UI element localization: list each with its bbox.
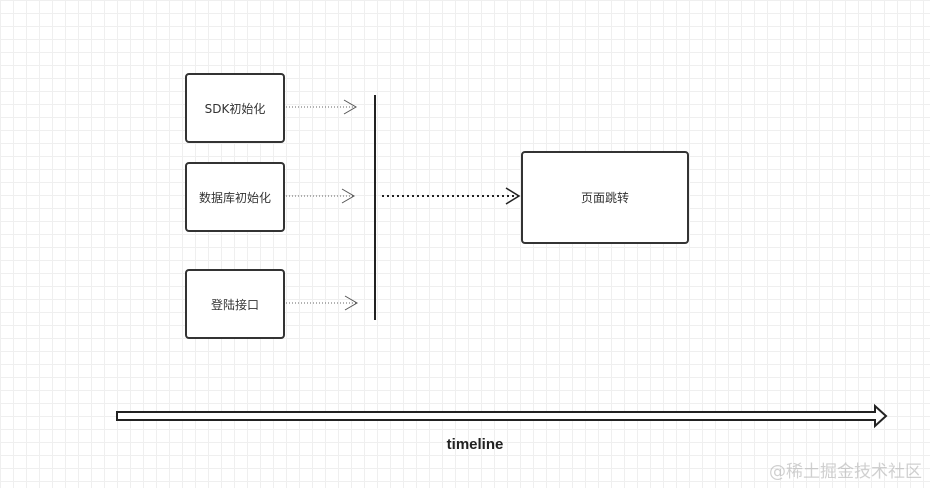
arrow-bar-to-page <box>382 187 521 205</box>
db-init-label: 数据库初始化 <box>198 190 271 205</box>
login-api-label: 登陆接口 <box>210 297 259 312</box>
page-jump-node: 页面跳转 <box>521 151 689 244</box>
sdk-init-node: SDK初始化 <box>185 73 285 143</box>
timeline-arrow <box>116 403 888 429</box>
timeline-label: timeline <box>446 436 504 453</box>
db-init-node: 数据库初始化 <box>185 162 285 232</box>
login-api-node: 登陆接口 <box>185 269 285 339</box>
watermark: @稀土掘金技术社区 <box>769 462 922 482</box>
sdk-init-label: SDK初始化 <box>204 101 266 116</box>
page-jump-label: 页面跳转 <box>580 191 629 205</box>
arrow-sdk-to-bar <box>286 99 357 115</box>
arrow-login-to-bar <box>286 295 358 311</box>
arrow-db-to-bar <box>286 188 355 204</box>
